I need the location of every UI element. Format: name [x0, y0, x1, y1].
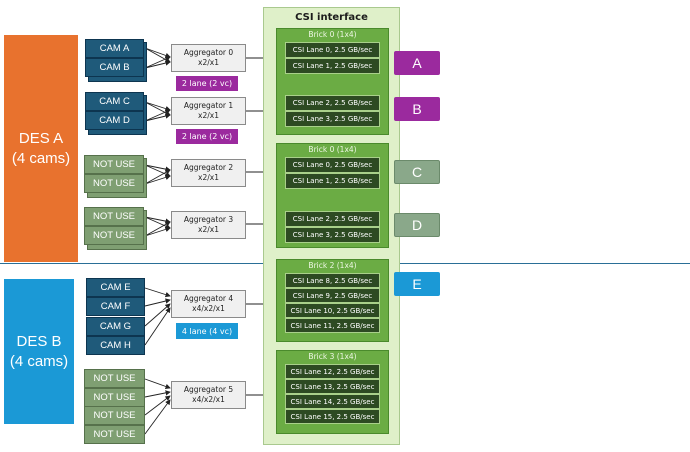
cam-a: CAM A: [85, 39, 144, 58]
aggregator-name: Aggregator 0: [183, 47, 234, 57]
cam-e: CAM E: [86, 278, 145, 297]
aggregator-5: Aggregator 5 x4/x2/x1: [171, 381, 246, 409]
csi-lane: CSI Lane 0, 2.5 GB/sec: [285, 157, 380, 173]
csi-lane: CSI Lane 13, 2.5 GB/sec: [285, 379, 380, 394]
not-use-slot: NOT USE: [84, 207, 144, 226]
csi-lane: CSI Lane 3, 2.5 GB/sec: [285, 227, 380, 243]
csi-lane: CSI Lane 2, 2.5 GB/sec: [285, 95, 380, 111]
brick-title: Brick 0 (1x4): [308, 145, 357, 154]
aggregator-3: Aggregator 3 x2/x1: [171, 211, 246, 239]
aggregator-name: Aggregator 3: [183, 214, 234, 224]
lane-badge: 2 lane (2 vc): [176, 76, 238, 91]
aggregator-0: Aggregator 0 x2/x1: [171, 44, 246, 72]
aggregator-mode: x4/x2/x1: [192, 395, 225, 404]
tag-d: D: [394, 213, 440, 237]
aggregator-mode: x2/x1: [198, 111, 219, 120]
csi-lane: CSI Lane 8, 2.5 GB/sec: [285, 273, 380, 288]
brick-title: Brick 2 (1x4): [308, 261, 357, 270]
aggregator-mode: x4/x2/x1: [192, 304, 225, 313]
cam-g: CAM G: [86, 317, 145, 336]
csi-lane: CSI Lane 3, 2.5 GB/sec: [285, 111, 380, 127]
csi-lane: CSI Lane 14, 2.5 GB/sec: [285, 394, 380, 409]
aggregator-name: Aggregator 2: [183, 162, 234, 172]
aggregator-4: Aggregator 4 x4/x2/x1: [171, 290, 246, 318]
csi-interface-title: CSI interface: [295, 12, 368, 23]
csi-lane: CSI Lane 0, 2.5 GB/sec: [285, 42, 380, 58]
tag-e: E: [394, 272, 440, 296]
cam-b: CAM B: [85, 58, 144, 77]
not-use-slot: NOT USE: [84, 155, 144, 174]
aggregator-1: Aggregator 1 x2/x1: [171, 97, 246, 125]
csi-lane: CSI Lane 1, 2.5 GB/sec: [285, 58, 380, 74]
des-a-block: DES A (4 cams): [4, 35, 78, 262]
not-use-slot: NOT USE: [84, 369, 145, 388]
csi-lane: CSI Lane 9, 2.5 GB/sec: [285, 288, 380, 303]
cam-d: CAM D: [85, 111, 144, 130]
brick-title: Brick 3 (1x4): [308, 352, 357, 361]
not-use-slot: NOT USE: [84, 388, 145, 407]
tag-c: C: [394, 160, 440, 184]
csi-lane: CSI Lane 11, 2.5 GB/sec: [285, 318, 380, 333]
brick-title: Brick 0 (1x4): [308, 30, 357, 39]
lane-badge: 4 lane (4 vc): [176, 323, 238, 339]
csi-lane: CSI Lane 2, 2.5 GB/sec: [285, 211, 380, 227]
aggregator-name: Aggregator 4: [183, 293, 234, 303]
not-use-slot: NOT USE: [84, 406, 145, 425]
csi-lane: CSI Lane 10, 2.5 GB/sec: [285, 303, 380, 318]
aggregator-2: Aggregator 2 x2/x1: [171, 159, 246, 187]
aggregator-name: Aggregator 5: [183, 384, 234, 394]
aggregator-mode: x2/x1: [198, 225, 219, 234]
aggregator-mode: x2/x1: [198, 58, 219, 67]
cam-f: CAM F: [86, 297, 145, 316]
lane-badge: 2 lane (2 vc): [176, 129, 238, 144]
des-b-block: DES B (4 cams): [4, 279, 74, 424]
tag-b: B: [394, 97, 440, 121]
not-use-slot: NOT USE: [84, 226, 144, 245]
csi-lane: CSI Lane 1, 2.5 GB/sec: [285, 173, 380, 189]
aggregator-mode: x2/x1: [198, 173, 219, 182]
cam-h: CAM H: [86, 336, 145, 355]
csi-lane: CSI Lane 12, 2.5 GB/sec: [285, 364, 380, 379]
not-use-slot: NOT USE: [84, 425, 145, 444]
tag-a: A: [394, 51, 440, 75]
csi-lane: CSI Lane 15, 2.5 GB/sec: [285, 409, 380, 424]
not-use-slot: NOT USE: [84, 174, 144, 193]
aggregator-name: Aggregator 1: [183, 100, 234, 110]
cam-c: CAM C: [85, 92, 144, 111]
